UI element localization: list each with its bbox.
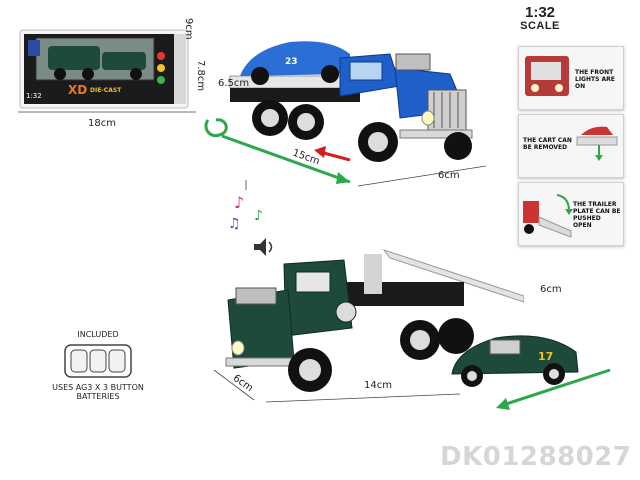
green-truck-arrows — [213, 368, 611, 410]
green-race-car: 17 — [451, 335, 579, 387]
svg-text:DIE-CAST: DIE-CAST — [90, 87, 122, 94]
green-truck-height: 6cm — [540, 284, 562, 295]
package-width-label: 18cm — [88, 118, 116, 129]
blue-tow-truck: 23 — [229, 41, 473, 162]
scale-word: SCALE — [520, 20, 560, 32]
blue-truck-height: 6.5cm — [218, 78, 250, 89]
package-illustration: XD DIE-CAST — [19, 29, 189, 109]
svg-text:XD: XD — [68, 83, 87, 97]
sku-label: DK01288027 — [440, 442, 632, 472]
battery-icon — [64, 344, 132, 378]
svg-text:♪: ♪ — [234, 193, 244, 212]
package-depth-label: 9cm — [183, 18, 194, 40]
blue-truck-arrows — [204, 118, 487, 190]
svg-text:23: 23 — [285, 57, 298, 67]
svg-text:♫: ♫ — [228, 216, 241, 232]
feature-panel-trailer-plate: THE TRAILER PLATE CAN BE PUSHED OPEN — [518, 182, 624, 246]
feature-text-trailer-plate: THE TRAILER PLATE CAN BE PUSHED OPEN — [573, 201, 621, 229]
package-box: XD DIE-CAST 1:32 — [18, 26, 190, 110]
music-notes-icon: ♪ ♫ ♪ — [228, 193, 263, 232]
package-width-ruler — [18, 111, 196, 113]
feature-text-cart-removed: THE CART CAN BE REMOVED — [523, 137, 572, 151]
green-tow-truck — [225, 249, 524, 392]
svg-text:17: 17 — [538, 350, 553, 363]
feature-image-cart-removed — [576, 126, 618, 161]
battery-info: INCLUDED USES AG3 X 3 BUTTON BATTERIES — [50, 330, 146, 401]
speaker-icon — [254, 238, 273, 256]
feature-image-front-lights — [525, 56, 569, 96]
feature-text-front-lights: THE FRONT LIGHTS ARE ON — [575, 69, 615, 90]
svg-text:♪: ♪ — [254, 208, 263, 224]
green-truck-length: 14cm — [364, 380, 392, 391]
battery-title: INCLUDED — [77, 330, 119, 339]
feature-image-trailer-plate — [523, 194, 573, 238]
battery-caption: USES AG3 X 3 BUTTON BATTERIES — [52, 383, 144, 401]
feature-panel-cart-removed: THE CART CAN BE REMOVED — [518, 114, 624, 178]
blue-truck-width: 6cm — [438, 170, 460, 181]
feature-panel-front-lights: THE FRONT LIGHTS ARE ON — [518, 46, 624, 110]
scale-number: 1:32 — [524, 4, 556, 21]
package-badge: 1:32 — [26, 92, 42, 100]
